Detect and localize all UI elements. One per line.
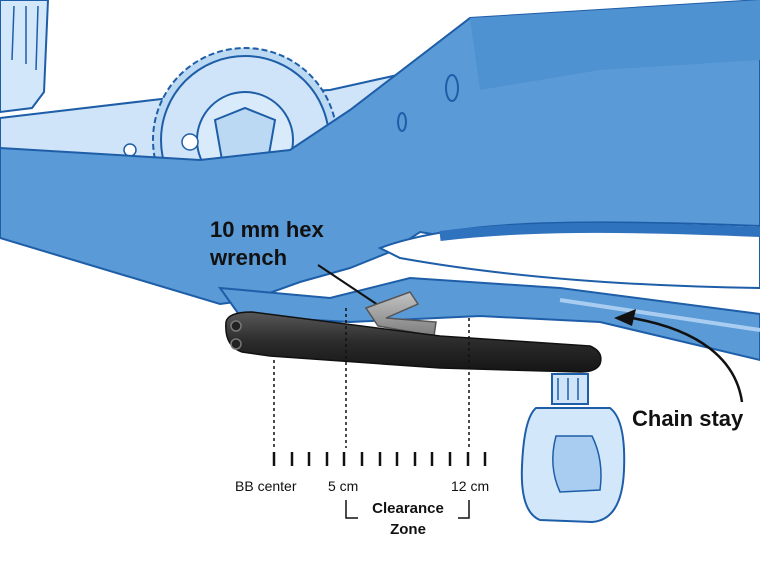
pedal <box>520 373 626 524</box>
frame-hole <box>397 112 407 132</box>
wrench-leader <box>317 264 379 306</box>
chain-stay-label: Chain stay <box>632 406 744 431</box>
clearance-zone-bracket <box>345 500 470 519</box>
hex-wrench <box>364 291 437 337</box>
tick-label-5cm: 5 cm <box>328 478 359 494</box>
seat-tube-top <box>0 0 50 114</box>
crank-bolt <box>230 320 242 332</box>
tick-label-12cm: 12 cm <box>451 478 490 494</box>
tick-label-bb-center: BB center <box>235 478 297 494</box>
chain-stay-arrowhead <box>614 309 636 326</box>
crank-bolt <box>230 338 242 350</box>
scale-ticks <box>272 452 487 466</box>
chain-stay-arrow <box>631 316 744 403</box>
clearance-zone-label-line2: Zone <box>390 521 426 538</box>
clearance-zone-label-line1: Clearance <box>372 500 444 517</box>
frame-hole <box>445 74 459 102</box>
wrench-label-line2: wrench <box>210 245 288 270</box>
wrench-label-line1: 10 mm hex <box>210 217 324 242</box>
